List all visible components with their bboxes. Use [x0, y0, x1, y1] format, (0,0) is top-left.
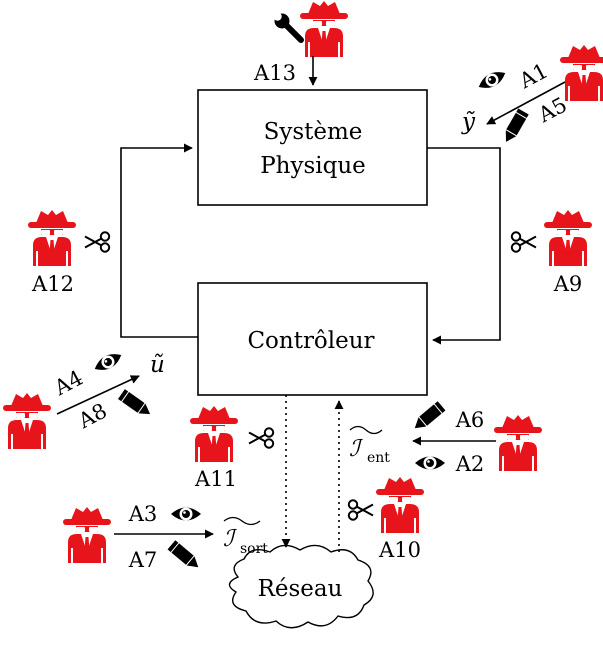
scissors-icon [84, 231, 111, 253]
pencil-icon [167, 540, 203, 572]
i-sort-symbol: ℐ [223, 526, 238, 552]
i-sort-tilde [223, 516, 261, 526]
a4-label: A4 [50, 366, 87, 401]
spy-icon [544, 210, 592, 266]
a9-label: A9 [553, 272, 583, 296]
controller-label: Contrôleur [247, 328, 374, 354]
spy-icon [494, 415, 542, 471]
i-ent-symbol: ℐ [349, 436, 364, 462]
network-cloud [228, 544, 374, 629]
a2-label: A2 [455, 452, 485, 476]
a11-label: A11 [194, 467, 237, 491]
y-tilde-label: ỹ [461, 109, 476, 135]
physical-system-label-1: Système [264, 119, 363, 145]
pencil-icon [410, 401, 446, 433]
scissors-icon [510, 231, 537, 253]
i-sort-subscript: sort [240, 541, 268, 557]
spy-icon [190, 406, 238, 462]
a3-label: A3 [128, 502, 158, 526]
a10-label: A10 [378, 538, 421, 562]
physical-system-block [197, 89, 428, 206]
eye-icon [91, 349, 125, 375]
u-tilde-label: ũ [150, 352, 165, 378]
a4-a8-arrow [56, 375, 140, 415]
a1-label: A1 [515, 59, 552, 94]
i-ent-subscript: ent [367, 450, 390, 466]
spy-icon [376, 477, 424, 533]
spy-icon [560, 45, 603, 101]
spy-icon [3, 393, 51, 449]
a7-label: A7 [128, 548, 158, 572]
eye-icon [475, 67, 509, 93]
scissors-icon [347, 499, 374, 521]
scissors-icon [248, 427, 275, 449]
controller-output-line [120, 143, 198, 338]
i-ent-tilde [349, 425, 383, 435]
a13-label: A13 [253, 61, 296, 85]
plant-output-line [427, 147, 501, 345]
network-label: Réseau [258, 576, 343, 602]
a6-label: A6 [455, 408, 485, 432]
wrench-icon [273, 12, 301, 40]
spy-icon [28, 210, 76, 266]
controller-block [197, 282, 428, 396]
a12-label: A12 [31, 272, 74, 296]
spy-icon [300, 1, 348, 57]
spy-icon [63, 507, 111, 563]
pencil-icon [117, 389, 154, 420]
a1-a5-arrow [486, 81, 566, 125]
eye-icon [415, 456, 445, 470]
physical-system-label-2: Physique [260, 153, 366, 179]
eye-icon [171, 507, 201, 521]
